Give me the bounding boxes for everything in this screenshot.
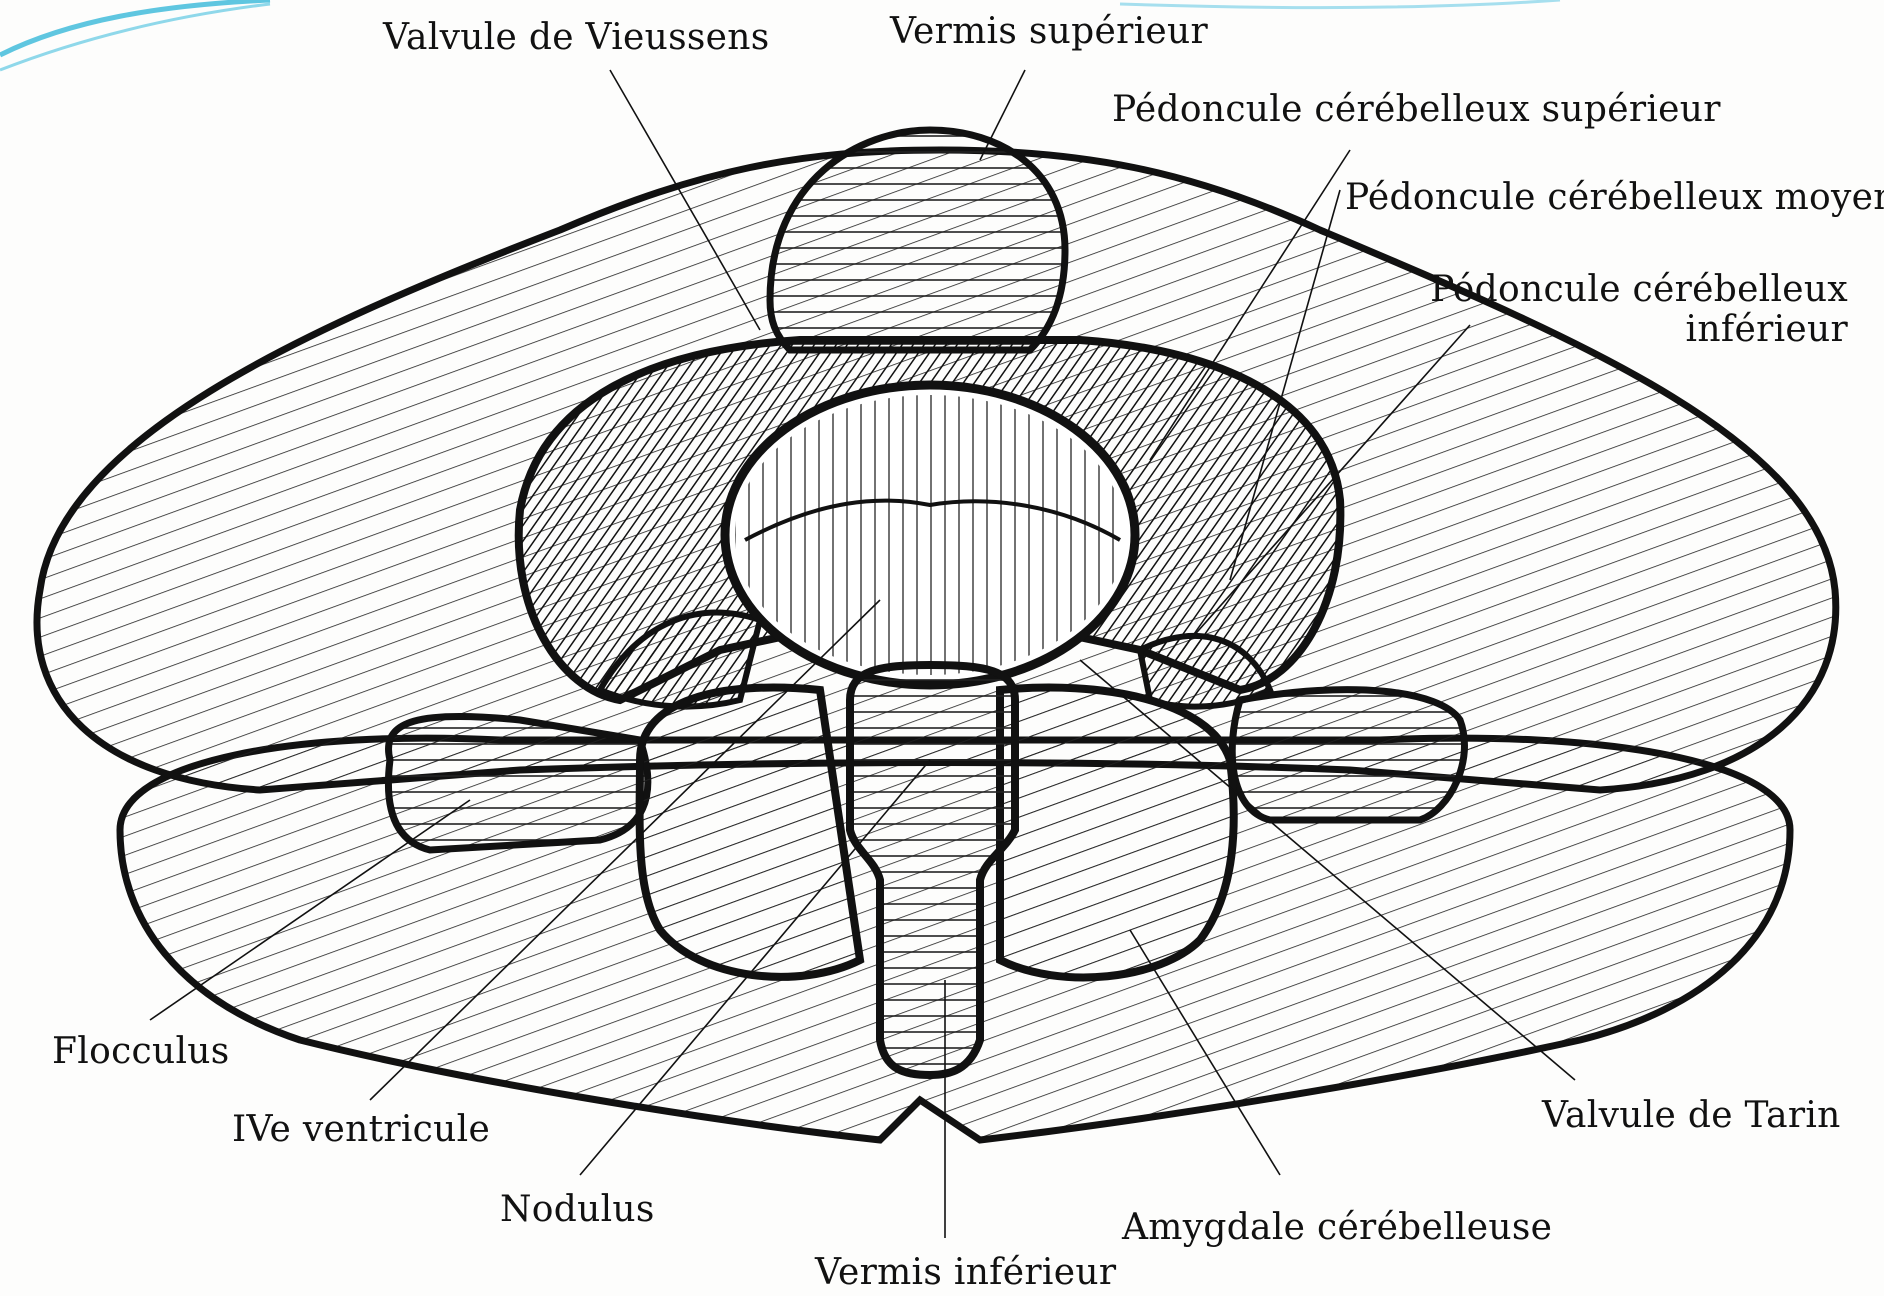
label-valvule-tarin: Valvule de Tarin — [1542, 1096, 1841, 1136]
label-flocculus: Flocculus — [52, 1032, 230, 1072]
label-pedoncule-moyen: Pédoncule cérébelleux moyen — [1345, 178, 1884, 218]
label-nodulus: Nodulus — [500, 1190, 655, 1230]
label-pedoncule-inferieur: Pédoncule cérébelleux inférieur — [1430, 270, 1848, 350]
label-amygdale: Amygdale cérébelleuse — [1122, 1208, 1552, 1248]
amygdale-left — [640, 688, 860, 977]
label-pedoncule-inferieur-line1: Pédoncule cérébelleux — [1430, 270, 1848, 310]
label-pedoncule-superieur: Pédoncule cérébelleux supérieur — [1112, 90, 1721, 130]
label-pedoncule-inferieur-line2: inférieur — [1430, 310, 1848, 350]
label-valvule-vieussens: Valvule de Vieussens — [383, 18, 770, 58]
label-vermis-superieur: Vermis supérieur — [890, 12, 1208, 52]
label-ive-ventricule: IVe ventricule — [232, 1110, 490, 1150]
amygdale-right — [1000, 688, 1234, 978]
label-vermis-inferieur: Vermis inférieur — [815, 1253, 1116, 1293]
